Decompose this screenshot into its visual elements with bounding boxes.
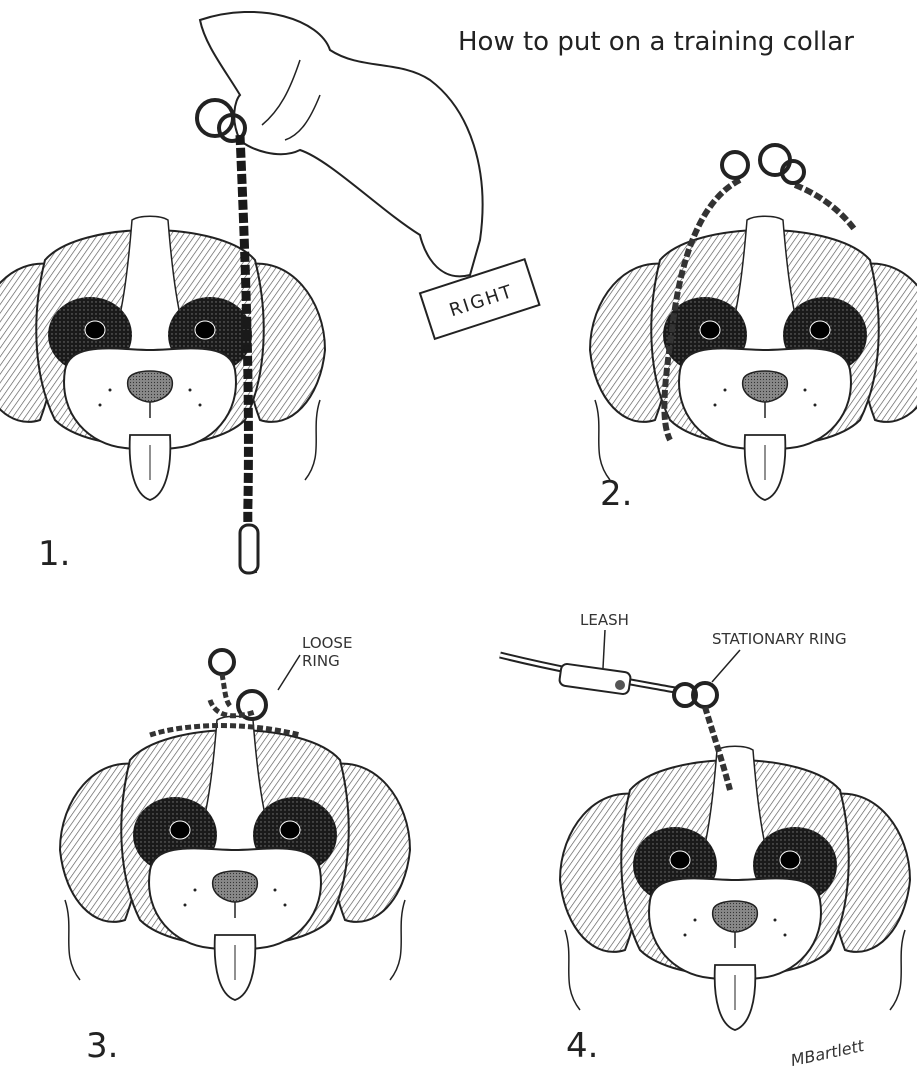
artist-signature: MBartlett [789, 1036, 866, 1070]
page-title: How to put on a training collar [458, 27, 854, 57]
step-2-number: 2. [600, 474, 632, 514]
step-2-illustration: 2. [590, 145, 917, 514]
step-4-number: 4. [566, 1026, 598, 1066]
dog-head-1 [0, 216, 325, 500]
step-1-number: 1. [38, 534, 70, 574]
step-4-illustration: LEASH STATIONARY RING 4. MBartlett [500, 611, 910, 1070]
ring-icon [722, 152, 748, 178]
ring-icon [210, 650, 234, 674]
loose-ring-label: LOOSE [302, 634, 352, 652]
leash-label: LEASH [580, 611, 629, 629]
dog-head-2 [590, 216, 917, 500]
loose-ring-label-2: RING [302, 652, 340, 670]
step-1-illustration: RIGHT 1. [0, 12, 539, 575]
stationary-ring-label: STATIONARY RING [712, 630, 847, 648]
ring-icon [197, 100, 233, 136]
dog-head-3 [60, 716, 410, 1000]
cuff: RIGHT [420, 259, 539, 339]
dog-head-4 [560, 746, 910, 1030]
step-3-illustration: LOOSE RING 3. [60, 634, 410, 1066]
step-3-number: 3. [86, 1026, 118, 1066]
